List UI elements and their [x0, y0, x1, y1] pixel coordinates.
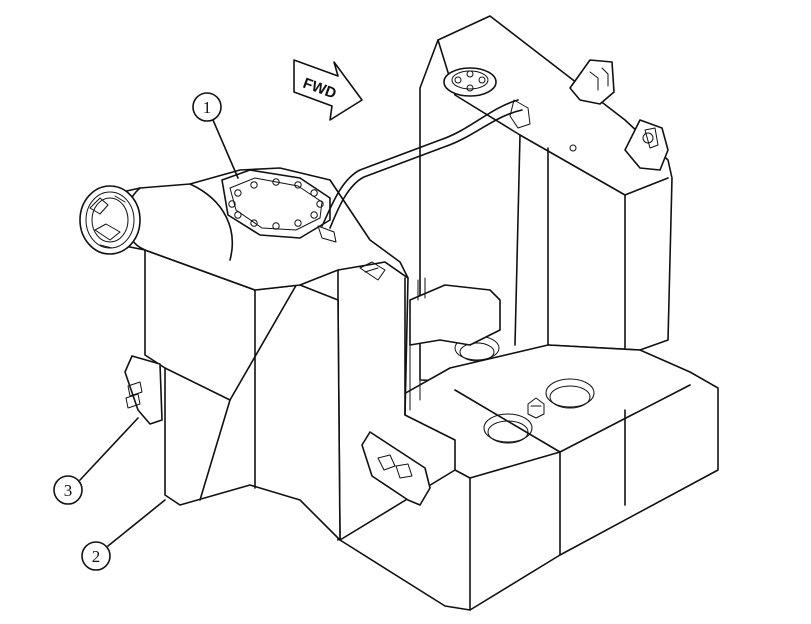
fuel-sending-unit [443, 67, 497, 97]
plate-bolt [228, 200, 236, 208]
plate-bolt [272, 222, 280, 230]
tank-fittings [359, 144, 577, 281]
vent-line-hose [317, 99, 531, 243]
callout-3: 3 [53, 417, 139, 505]
filler-cap [79, 185, 141, 255]
plate-bolts [228, 178, 324, 230]
plate-bolt [234, 189, 242, 197]
front-mount-bracket [361, 431, 431, 506]
callout-2-number: 2 [92, 547, 101, 566]
plate-bolt [234, 211, 242, 219]
plate-bolt [250, 219, 258, 227]
forward-direction-arrow: FWD [293, 59, 363, 121]
plate-bolt [310, 189, 318, 197]
plate-bolt [316, 200, 324, 208]
leader-line-3 [79, 417, 139, 481]
side-hook-bracket [124, 355, 163, 425]
plate-bolt [250, 181, 258, 189]
leader-line-1 [212, 119, 239, 179]
callout-1-number: 1 [203, 98, 212, 117]
sender-access-plate [221, 169, 331, 239]
plate-bolt [294, 181, 302, 189]
center-mount-bracket [409, 277, 501, 411]
tank-left-body [144, 249, 341, 541]
callout-3-number: 3 [64, 481, 73, 500]
plate-bolt [294, 219, 302, 227]
upper-rear-bracket [569, 59, 615, 105]
plate-bolt [310, 211, 318, 219]
callout-1: 1 [192, 92, 239, 179]
side-rear-bracket [624, 119, 669, 171]
leader-line-2 [107, 499, 166, 547]
plate-bolt [272, 178, 280, 186]
callout-2: 2 [81, 499, 166, 571]
